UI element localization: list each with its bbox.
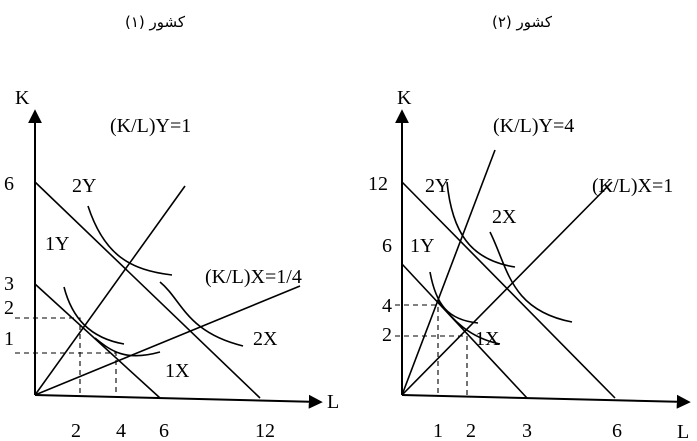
panel-2-ray-y [401, 149, 496, 396]
panel-2-isoquant-1y [429, 271, 479, 324]
panel-1-ray-x [34, 285, 301, 396]
panel-1-ray-y [34, 185, 186, 396]
panel-1-guide-a [15, 317, 81, 395]
panel-1-x-tick: 6 [159, 420, 169, 441]
panel-2-curve-label-1x: 1X [475, 328, 500, 350]
panel-2-ray-y-label: (K/L)Y=4 [493, 115, 574, 137]
panel-1-y-tick: 3 [4, 273, 14, 295]
panel-2-guide-a [395, 304, 439, 395]
panel-2-curve-label-1y: 1Y [410, 235, 434, 257]
panel-2-y-tick: 12 [368, 173, 388, 195]
panel-1-l-axis [34, 394, 323, 409]
panel-1-title: کشور (۱) [125, 13, 186, 31]
panel-1-curve-label-2y: 2Y [72, 175, 96, 197]
panel-country-2: کشور (۲) K L 12 6 4 2 1 2 3 6 (K/L)Y=4 (… [368, 13, 691, 441]
panel-2-curve-label-2y: 2Y [425, 175, 449, 197]
panel-1-isoquant-1y [63, 286, 125, 345]
panel-1-isoquant-2x [159, 281, 244, 347]
panel-1-y-tick: 2 [4, 297, 14, 319]
panel-2-x-tick: 6 [612, 420, 622, 441]
panel-2-title: کشور (۲) [492, 13, 553, 31]
panel-1-x-tick: 4 [116, 420, 126, 441]
panel-2-isoquant-2x [489, 231, 573, 323]
panel-1-curve-label-1y: 1Y [45, 233, 69, 255]
panel-country-1: کشور (۱) K L 6 3 2 1 2 4 6 12 (K/L)Y=1 (… [4, 13, 339, 441]
panel-2-guide-b [395, 335, 468, 395]
panel-2-curve-label-2x: 2X [492, 206, 517, 228]
panel-2-l-axis [401, 394, 691, 409]
panel-1-ray-x-label: (K/L)X=1/4 [205, 266, 302, 288]
panel-2-isoquant-1x [437, 299, 501, 345]
panel-1-curve-label-1x: 1X [165, 360, 190, 382]
panel-1-curve-label-2x: 2X [253, 328, 278, 350]
panel-1-x-tick: 2 [71, 420, 81, 441]
panel-2-x-tick: 1 [433, 420, 443, 441]
panel-1-y-tick: 6 [4, 173, 14, 195]
panel-2-l-axis-label: L [677, 421, 689, 441]
panel-2-k-axis-label: K [397, 87, 412, 109]
panel-1-x-tick: 12 [255, 420, 275, 441]
panel-2-ray-x-label: (K/L)X=1 [592, 175, 673, 197]
panel-2-y-tick: 2 [382, 324, 392, 346]
panel-2-y-tick: 4 [382, 295, 392, 317]
panel-2-y-tick: 6 [382, 235, 392, 257]
panel-1-l-axis-label: L [327, 391, 339, 413]
panel-1-isoquant-1x [94, 337, 161, 357]
panel-1-guide-b [15, 352, 117, 395]
panel-1-k-axis-label: K [15, 87, 30, 109]
panel-1-isoquant-2y [87, 205, 173, 276]
panel-2-x-tick: 2 [466, 420, 476, 441]
panel-1-y-tick: 1 [4, 328, 14, 350]
panel-2-ray-x [401, 181, 613, 396]
panel-2-isocost-outer [401, 181, 616, 399]
panel-2-x-tick: 3 [522, 420, 532, 441]
panel-1-isocost-outer [34, 181, 261, 399]
panel-1-ray-y-label: (K/L)Y=1 [110, 115, 191, 137]
panel-2-isoquant-2y [446, 181, 516, 268]
